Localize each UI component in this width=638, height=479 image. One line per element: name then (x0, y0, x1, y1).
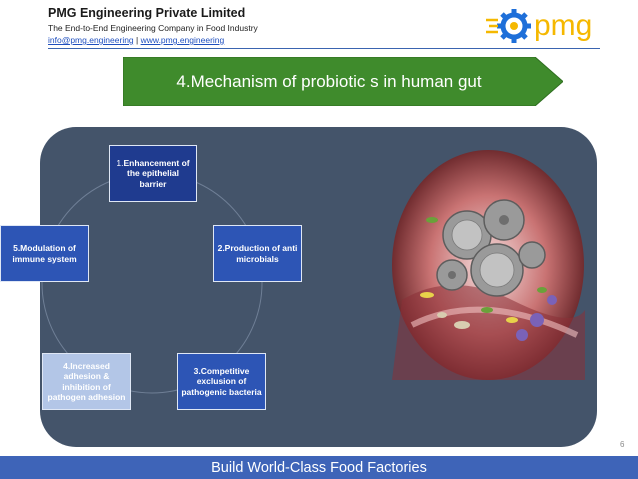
cycle-node-4-label: 4.Increased adhesion & inhibition of pat… (47, 360, 126, 403)
banner-arrow-shape (123, 57, 563, 106)
contact-separator: | (136, 35, 139, 45)
cycle-node-1: 1.Enhancement of the epithelial barrier (109, 145, 197, 202)
email-link[interactable]: info@pmg.engineering (48, 35, 134, 45)
cycle-node-5-label: 5.Modulation of immune system (12, 243, 77, 264)
logo-text: pmg (534, 9, 592, 42)
header: PMG Engineering Private Limited The End-… (48, 6, 258, 46)
contact-line: info@pmg.engineering | www.pmg.engineeri… (48, 34, 258, 46)
probiotic-gears-illustration (392, 150, 585, 380)
page-number: 6 (620, 440, 625, 449)
cycle-node-4: 4.Increased adhesion & inhibition of pat… (42, 353, 131, 410)
cycle-node-5: 5.Modulation of immune system (0, 225, 89, 282)
footer-slogan: Build World-Class Food Factories (211, 459, 427, 476)
slide-title: 4.Mechanism of probiotic s in human gut (176, 71, 482, 91)
cycle-node-1-label: 1.Enhancement of the epithelial barrier (116, 157, 190, 189)
cycle-node-2: 2.Production of anti microbials (213, 225, 302, 282)
website-link[interactable]: www.pmg.engineering (140, 35, 225, 45)
pmg-logo: pmg (486, 6, 598, 46)
gear-icon: pmg (486, 9, 592, 43)
footer-banner: Build World-Class Food Factories (0, 456, 638, 479)
company-tagline: The End-to-End Engineering Company in Fo… (48, 23, 258, 33)
cycle-node-3: 3.Competitive exclusion of pathogenic ba… (177, 353, 266, 410)
company-name: PMG Engineering Private Limited (48, 6, 246, 20)
header-divider (48, 48, 600, 49)
title-banner: 4.Mechanism of probiotic s in human gut (123, 57, 563, 106)
cycle-node-2-label: 2.Production of anti microbials (217, 243, 298, 264)
cycle-node-3-label: 3.Competitive exclusion of pathogenic ba… (181, 365, 262, 397)
